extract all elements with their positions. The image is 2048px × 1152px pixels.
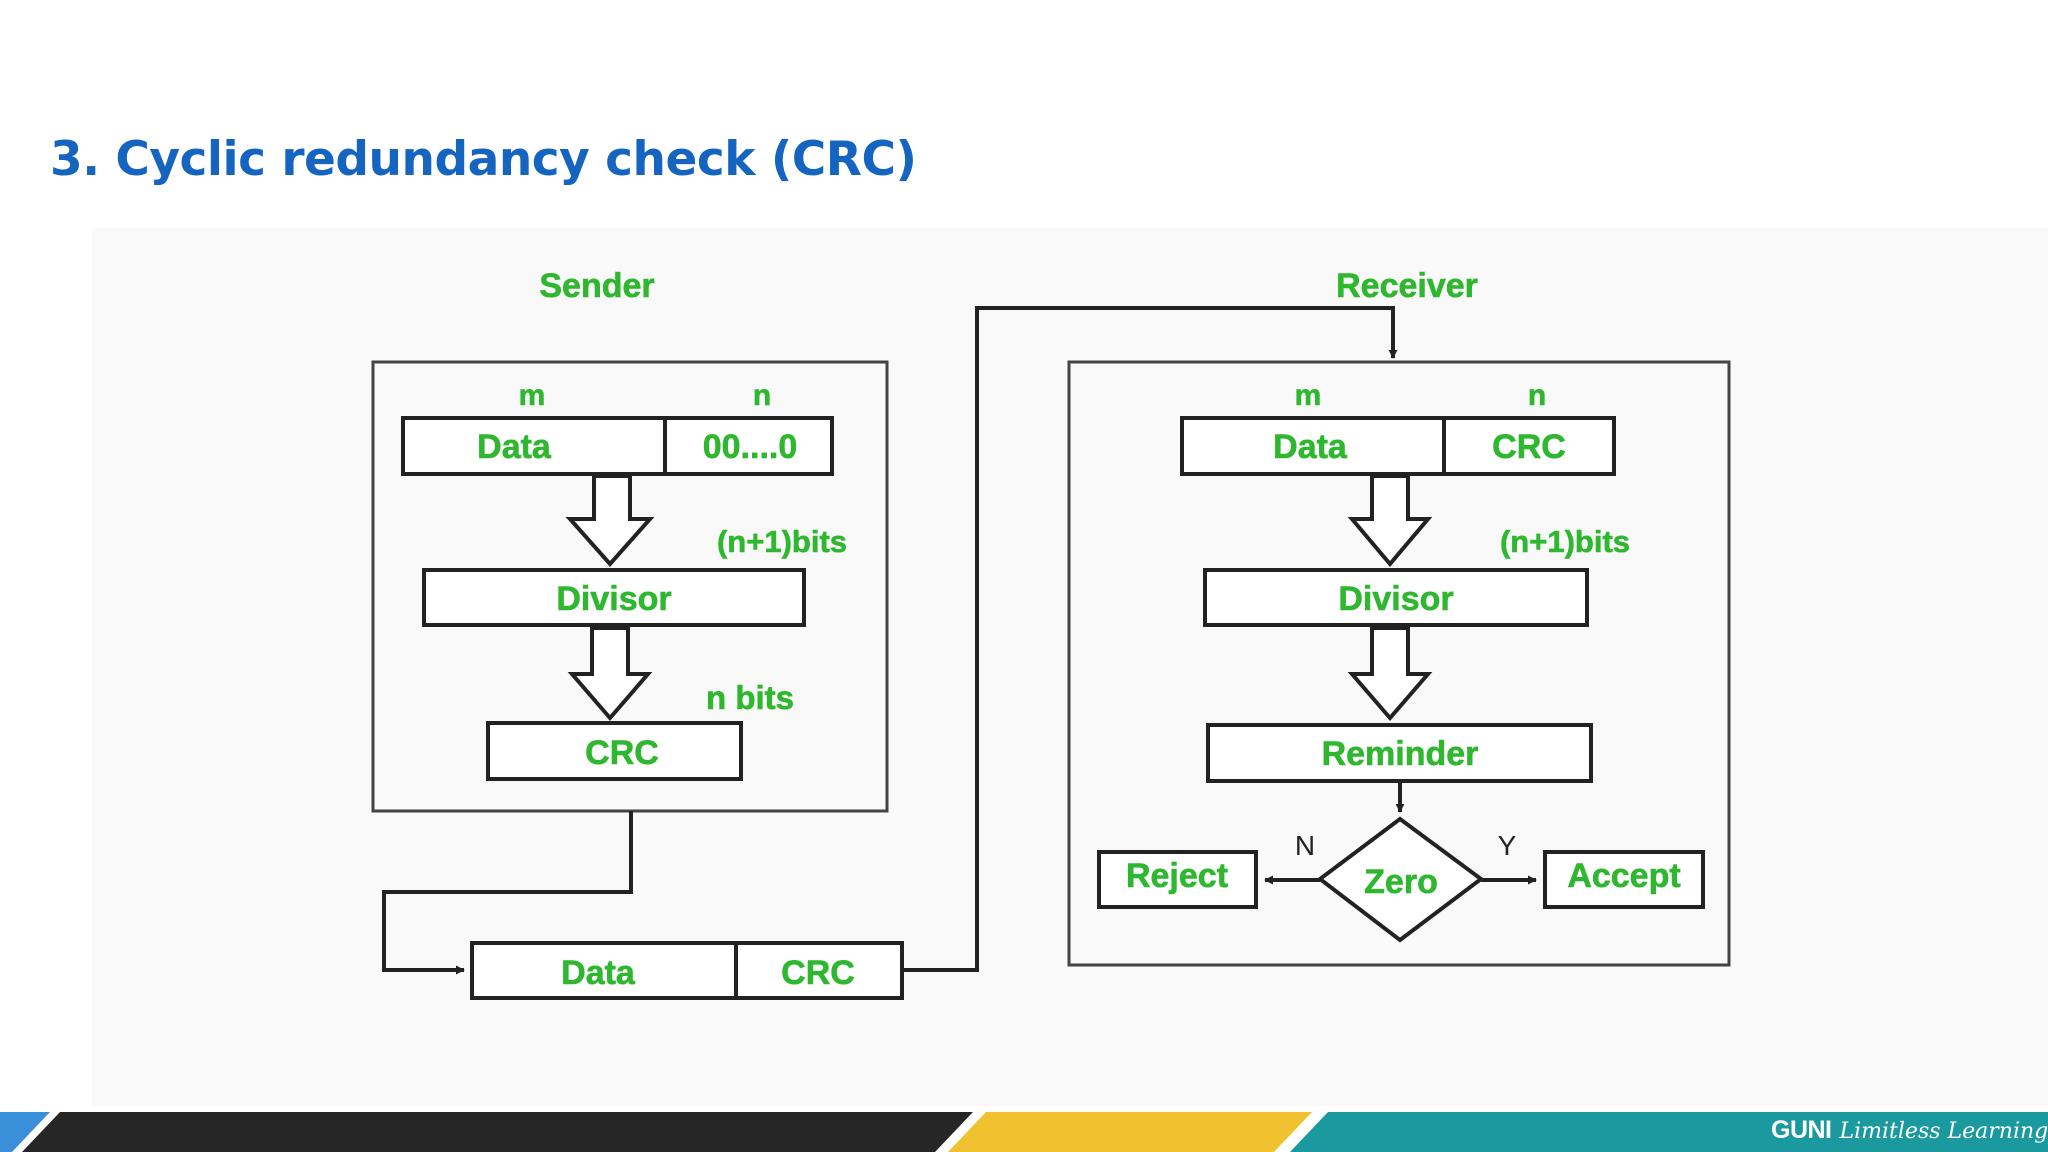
sender-zeros-cell (663, 416, 834, 476)
sender-crc-box (486, 721, 743, 781)
footer-stripe-yellow (948, 1112, 1312, 1152)
sender-hollow-arrow-1 (565, 474, 655, 568)
receiver-remainder-box (1206, 723, 1593, 783)
receiver-data-text: Data (1273, 428, 1348, 466)
footer-stripe-dark (22, 1112, 973, 1152)
zero-decision-text: Zero (1364, 863, 1438, 901)
sender-divisor-box (422, 568, 806, 627)
frame-data-text: Data (561, 954, 636, 992)
brand-tagline: Limitless Learning (1839, 1119, 2048, 1144)
frame-crc-cell (734, 941, 904, 1000)
accept-box (1543, 850, 1705, 909)
sender-n-label: n (753, 379, 771, 412)
receiver-label: Receiver (1336, 267, 1478, 305)
zero-decision-diamond (1316, 816, 1485, 943)
reject-box (1097, 850, 1258, 909)
receiver-divisor-text: Divisor (1338, 580, 1453, 618)
footer-stripe-teal (1290, 1112, 2048, 1152)
receiver-remainder-text: Reminder (1322, 735, 1479, 773)
brand-logo: GUNI Limitless Learning (1771, 1116, 2048, 1145)
reject-text: Reject (1126, 857, 1228, 895)
receiver-n-label: n (1528, 379, 1546, 412)
sender-output-line (382, 811, 633, 975)
brand-name: GUNI (1771, 1116, 1832, 1144)
receiver-divisor-bits: (n+1)bits (1500, 524, 1630, 559)
receiver-divisor-box (1203, 568, 1589, 627)
sender-divisor-text: Divisor (556, 580, 671, 618)
receiver-m-label: m (1295, 379, 1322, 412)
receiver-crc-cell (1442, 416, 1616, 476)
accept-text: Accept (1567, 857, 1680, 895)
sender-crc-text: CRC (585, 734, 659, 772)
footer-stripe-blue (0, 1112, 50, 1152)
sender-divisor-bits: (n+1)bits (717, 524, 847, 559)
sender-hollow-arrow-2 (567, 626, 653, 722)
sender-zeros-text: 00....0 (703, 428, 798, 466)
sender-data-text: Data (477, 428, 552, 466)
receiver-box (1067, 360, 1731, 967)
sender-m-label: m (519, 379, 546, 412)
receiver-hollow-arrow-1 (1347, 474, 1433, 568)
slide-title: 3. Cyclic redundancy check (CRC) (50, 132, 917, 187)
no-label: N (1295, 830, 1315, 861)
receiver-hollow-arrow-2 (1347, 626, 1433, 722)
frame-crc-text: CRC (781, 954, 855, 992)
receiver-crc-text: CRC (1492, 428, 1566, 466)
yes-label: Y (1498, 830, 1517, 861)
sender-crc-bits: n bits (706, 679, 794, 716)
sender-label: Sender (539, 267, 654, 305)
channel-line (902, 306, 1398, 972)
